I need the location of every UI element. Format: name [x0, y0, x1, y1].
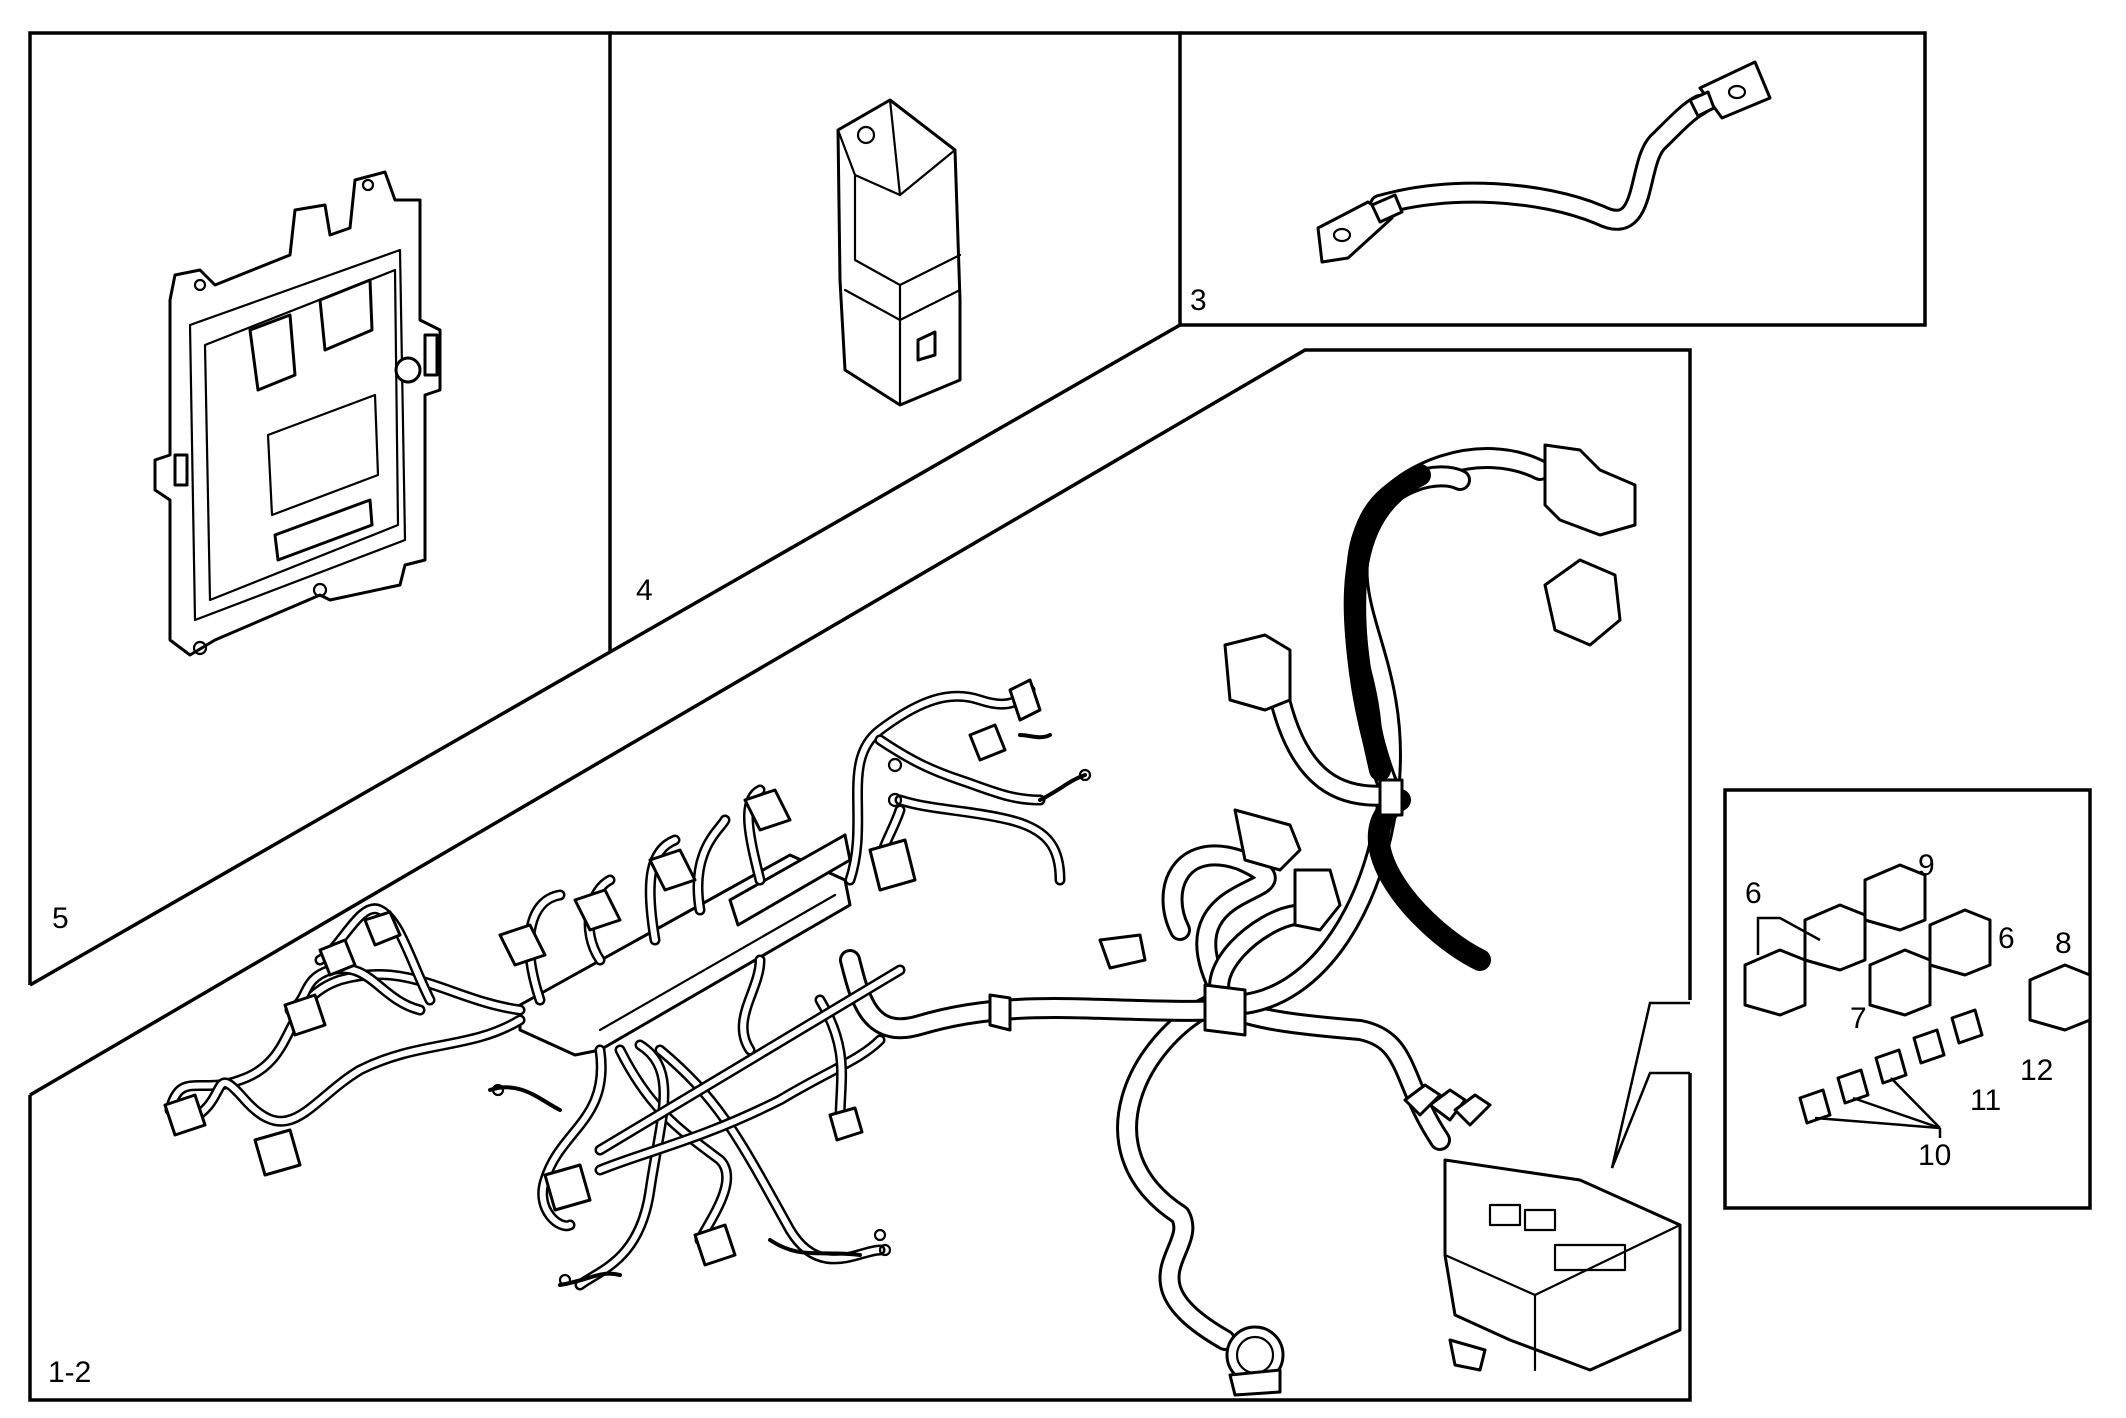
relay-8	[2028, 963, 2092, 1032]
relay-7	[1868, 948, 1932, 1017]
engine-wiring-harness	[163, 443, 1682, 1397]
relay-9	[1863, 863, 1927, 932]
label-control-unit: 5	[52, 902, 69, 935]
electronic-control-unit	[153, 170, 442, 657]
label-relay-6-right: 6	[1998, 922, 2015, 955]
label-fuse-12: 12	[2020, 1054, 2053, 1087]
label-harness: 1-2	[48, 1356, 91, 1389]
fuse-10b	[1836, 1068, 1870, 1105]
label-relay: 4	[636, 574, 653, 607]
relays-and-fuses-detail	[1743, 863, 2092, 1138]
relay-6-right	[1928, 908, 1992, 977]
label-relay-6-left: 6	[1745, 877, 1762, 910]
fuse-12	[1950, 1008, 1984, 1045]
label-relay-7: 7	[1850, 1002, 1867, 1035]
label-fuse-10: 10	[1918, 1139, 1951, 1172]
relay-6-left	[1743, 948, 1807, 1017]
label-fuse-11: 11	[1970, 1084, 2001, 1117]
relay-6-centre	[1803, 903, 1867, 972]
callout-labels: 1-2 3 4 5 6 6 7 8 9 10 11 12	[48, 284, 2072, 1389]
label-ground-cable: 3	[1190, 284, 1207, 317]
label-relay-9: 9	[1918, 849, 1935, 882]
fuse-10c	[1874, 1048, 1908, 1085]
frame-ground-cable	[1180, 31, 1927, 327]
detail-callout-leader	[1610, 1001, 1690, 1169]
fuse-10a	[1798, 1088, 1832, 1125]
relay-module	[836, 98, 962, 407]
frame-harness-bottom	[28, 1073, 1692, 1402]
fuse-11	[1912, 1028, 1946, 1065]
frame-harness	[29, 348, 1692, 1097]
label-relay-8: 8	[2055, 927, 2072, 960]
frame-relay	[609, 31, 1182, 654]
ground-cable	[1316, 60, 1772, 264]
